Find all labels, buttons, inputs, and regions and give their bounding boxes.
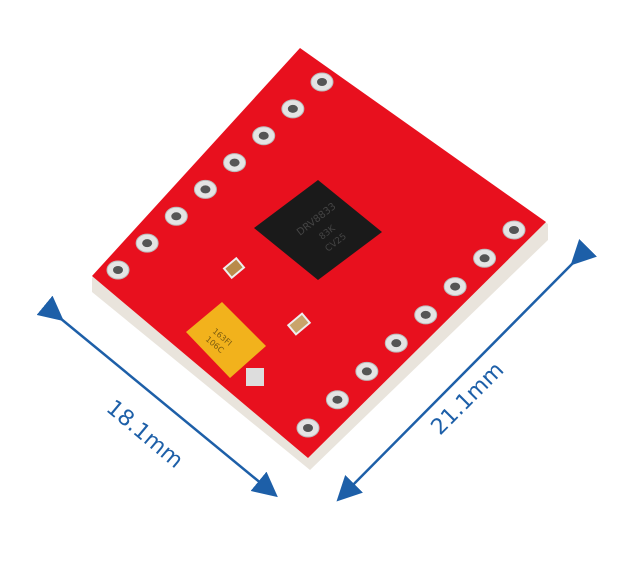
pin-hole (420, 310, 431, 319)
smd-capacitor-2 (286, 312, 312, 336)
length-arrow (336, 238, 597, 502)
pin-hole (479, 254, 490, 263)
pin-hole (332, 395, 343, 404)
width-label: 18.1mm (101, 395, 187, 473)
pin-hole (303, 424, 313, 432)
pin-hole (287, 104, 298, 113)
pin-hole (317, 78, 327, 86)
pin-hole (171, 212, 182, 221)
smd-capacitor (222, 256, 246, 280)
pin-hole (229, 158, 240, 167)
pin-hole (509, 226, 519, 234)
width-arrow (36, 295, 278, 498)
pin-hole (391, 339, 402, 348)
left-header-pins (106, 72, 334, 280)
pin-hole (142, 239, 153, 248)
pin-hole (200, 185, 211, 194)
pin-hole (258, 131, 269, 140)
pin-hole (450, 282, 461, 291)
pin-hole (113, 266, 123, 274)
pin-hole (361, 367, 372, 376)
